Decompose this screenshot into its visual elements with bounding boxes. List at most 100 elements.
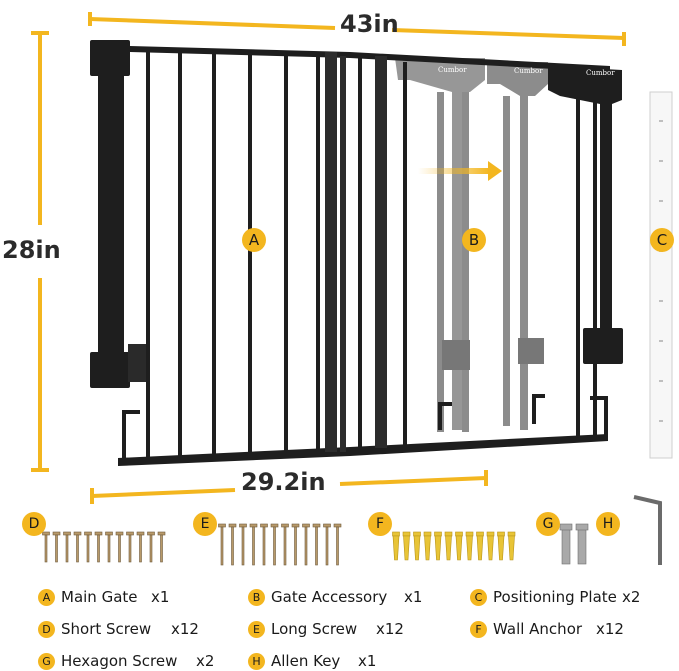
screw-head: [126, 531, 134, 536]
screw-head: [94, 531, 103, 536]
slide-arrow: [418, 161, 502, 181]
screw-head: [260, 523, 268, 528]
screw-shaft: [44, 534, 48, 563]
screw-shaft: [86, 534, 90, 563]
brand-mark-3: Cumbor: [586, 69, 615, 77]
anchor-body: [434, 535, 442, 561]
screw-shaft: [315, 526, 318, 566]
screw-head: [333, 523, 342, 528]
badge-c: C: [650, 228, 674, 252]
screw-head: [218, 523, 226, 528]
screw-shaft: [273, 526, 276, 566]
short-screws: [42, 531, 166, 563]
gate-bars: [146, 50, 597, 458]
screw-head: [42, 531, 50, 536]
anchor-body: [476, 535, 484, 561]
screw-shaft: [128, 534, 132, 563]
part-name: Long Screw: [271, 620, 358, 638]
list-badge: G: [38, 652, 55, 670]
anchor-collar: [444, 531, 453, 537]
list-badge: E: [248, 620, 265, 638]
part-name: Main Gate: [61, 588, 138, 606]
anchor-collar: [434, 531, 442, 537]
screw-head: [115, 531, 124, 536]
screw-shaft: [252, 526, 255, 566]
screw-head: [270, 523, 279, 528]
list-item: H Allen Key x1: [248, 652, 376, 670]
list-item: D Short Screw x12: [38, 620, 199, 638]
anchor-body: [487, 535, 494, 561]
screw-head: [302, 523, 310, 528]
screw-shaft: [118, 534, 121, 563]
part-name: Positioning Plate: [493, 588, 617, 606]
anchor-collar: [486, 531, 495, 537]
part-qty: x2: [196, 652, 215, 670]
brand-mark-1: Cumbor: [438, 66, 467, 74]
part-qty: x12: [596, 620, 624, 638]
list-badge: C: [470, 588, 487, 606]
height-label: 28in: [2, 236, 61, 264]
list-badge: A: [38, 588, 55, 606]
anchor-collar: [413, 531, 421, 537]
wall-anchors: [392, 531, 516, 561]
screw-head: [228, 523, 237, 528]
screw-head: [73, 531, 82, 536]
screw-head: [281, 523, 289, 528]
screw-shaft: [97, 534, 100, 563]
anchor-body: [445, 535, 452, 561]
positioning-plate: [649, 91, 673, 459]
screw-shaft: [231, 526, 234, 566]
anchor-collar: [455, 531, 463, 537]
screw-head: [147, 531, 155, 536]
anchor-body: [403, 535, 410, 561]
screw-shaft: [336, 526, 339, 566]
screw-shaft: [262, 526, 266, 566]
screw-shaft: [107, 534, 111, 563]
screw-head: [312, 523, 321, 528]
screw-head: [84, 531, 92, 536]
part-qty: x1: [404, 588, 423, 606]
badge-a: A: [242, 228, 266, 252]
gate-accessory-ghost: [395, 58, 548, 432]
part-name: Allen Key: [271, 652, 341, 670]
anchor-body: [508, 535, 515, 561]
width-label: 43in: [340, 10, 399, 38]
part-qty: x2: [622, 588, 641, 606]
screw-shaft: [55, 534, 58, 563]
anchor-collar: [423, 531, 432, 537]
anchor-body: [424, 535, 431, 561]
screw-shaft: [160, 534, 163, 563]
anchor-body: [497, 535, 505, 561]
screw-head: [249, 523, 258, 528]
list-badge: D: [38, 620, 55, 638]
part-name: Wall Anchor: [493, 620, 583, 638]
hexagon-screws: [559, 523, 589, 565]
screw-head: [291, 523, 300, 528]
screw-shaft: [139, 534, 142, 563]
screw-shaft: [241, 526, 245, 566]
bottom-dimension-line: [90, 470, 488, 504]
bottom-width-label: 29.2in: [241, 468, 326, 496]
part-qty: x12: [171, 620, 199, 638]
screw-head: [157, 531, 166, 536]
list-item: E Long Screw x12: [248, 620, 404, 638]
badge-e: E: [193, 512, 217, 536]
screw-shaft: [325, 526, 329, 566]
list-item: F Wall Anchor x12: [470, 620, 624, 638]
screw-shaft: [304, 526, 308, 566]
screw-head: [136, 531, 145, 536]
badge-f: F: [368, 512, 392, 536]
height-dimension-line: [31, 31, 49, 472]
anchor-body: [466, 535, 473, 561]
anchor-body: [413, 535, 421, 561]
part-name: Gate Accessory: [271, 588, 388, 606]
screw-shaft: [294, 526, 297, 566]
anchor-collar: [476, 531, 484, 537]
screw-shaft: [283, 526, 287, 566]
part-qty: x12: [376, 620, 404, 638]
badge-h: H: [596, 512, 620, 536]
part-qty: x1: [151, 588, 170, 606]
badge-d: D: [22, 512, 46, 536]
anchor-body: [392, 535, 400, 561]
